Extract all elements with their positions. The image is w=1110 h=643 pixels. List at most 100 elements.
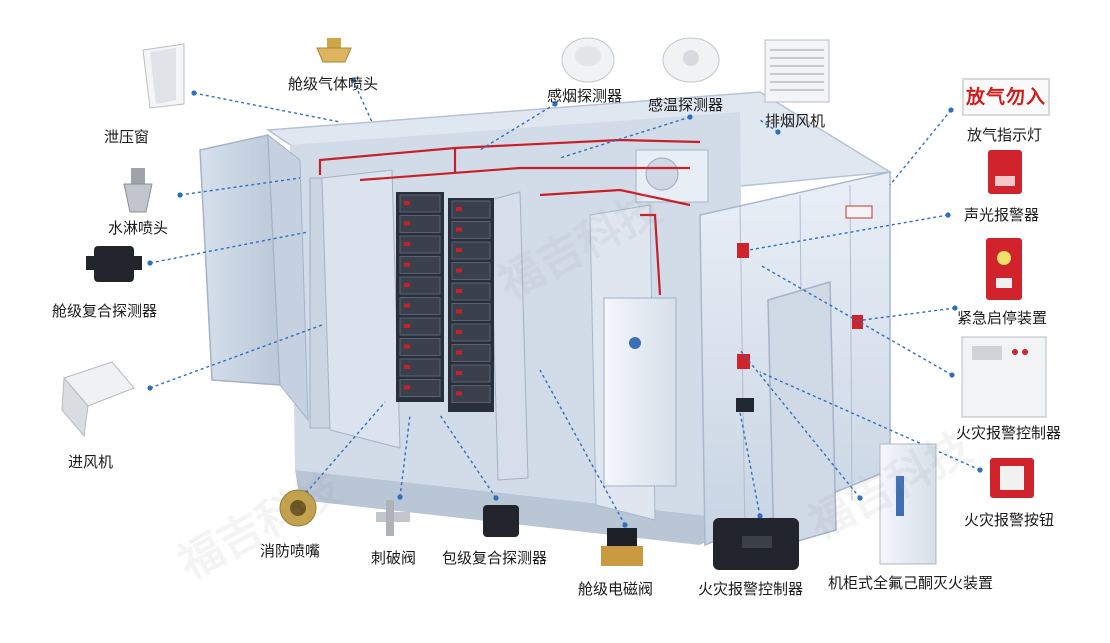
leader-dot (147, 385, 153, 391)
label-fire-nozzle: 消防喷嘴 (260, 542, 320, 560)
battery-module (451, 282, 491, 301)
front-alarm-box (737, 243, 749, 258)
battery-module (399, 297, 441, 315)
battery-module (451, 323, 491, 342)
fire-alarm-button-icon (990, 458, 1034, 498)
leader-dot (493, 495, 499, 501)
battery-module-led (456, 227, 462, 232)
battery-module-led (456, 309, 462, 314)
front-sign-plate (845, 205, 873, 219)
leader-line (748, 214, 949, 251)
vent-window-icon (142, 43, 185, 109)
leader-dot (757, 513, 763, 519)
battery-module (399, 235, 441, 254)
leader-dot (945, 212, 951, 218)
intake-fan-icon (61, 361, 135, 438)
leader-line (759, 264, 953, 376)
leader-dot (949, 372, 955, 378)
label-intake-fan: 进风机 (68, 453, 113, 471)
release-indicator-sign: 放气勿入 (962, 78, 1050, 116)
cabinet-extinguisher-icon (879, 443, 937, 565)
battery-module-led (456, 289, 462, 293)
front-stop-box (852, 315, 863, 329)
container-floor (295, 470, 745, 545)
label-cabin-solenoid-valve: 舱级电磁阀 (578, 580, 653, 598)
battery-module-led (404, 201, 410, 205)
leader-line (179, 177, 301, 196)
battery-module-led (456, 268, 462, 273)
leader-line (193, 92, 341, 123)
leader-dot (552, 101, 558, 107)
label-sprinkler: 水淋喷头 (108, 219, 168, 237)
battery-modules (399, 194, 491, 403)
leader-line (759, 371, 981, 471)
leader-dot (147, 260, 153, 266)
battery-module-led (404, 221, 410, 226)
battery-module (399, 276, 441, 295)
inner-door-1 (321, 169, 401, 449)
left-door (199, 134, 281, 386)
label-heat-detector: 感温探测器 (648, 96, 723, 114)
battery-module (451, 200, 491, 219)
leader-line (305, 401, 386, 494)
battery-module-led (404, 324, 410, 328)
battery-module-led (404, 262, 410, 267)
leader-line (479, 103, 556, 151)
battery-module-led (404, 385, 410, 390)
battery-module-led (404, 303, 410, 308)
puncture-valve-icon (376, 500, 410, 536)
battery-module (451, 385, 491, 403)
label-texts: 泄压窗舱级气体喷头感烟探测器感温探测器排烟风机放气指示灯水淋喷头声光报警器舱级复… (52, 75, 1061, 598)
battery-module-led (456, 371, 462, 375)
emergency-start-stop-icon (986, 238, 1022, 300)
leader-line (352, 79, 373, 123)
battery-module-led (404, 365, 410, 369)
battery-module (451, 344, 491, 362)
battery-module (399, 194, 441, 213)
label-vent-window: 泄压窗 (104, 128, 149, 146)
leader-dot (350, 77, 356, 83)
label-pack-composite-detector: 包级复合探测器 (442, 549, 547, 567)
pack-composite-detector-icon (483, 505, 519, 537)
leader-line (439, 414, 497, 499)
label-exhaust-fan: 排烟风机 (765, 112, 825, 130)
label-fire-alarm-button: 火灾报警按钮 (964, 511, 1054, 529)
fire-alarm-controller-right-icon (961, 336, 1047, 418)
battery-module (399, 215, 441, 233)
battery-module-led (456, 330, 462, 334)
front-controller-box (737, 354, 750, 369)
battery-module (399, 317, 441, 336)
red-piping (318, 138, 701, 296)
exhaust-fan-icon (764, 39, 830, 103)
leader-lines (147, 77, 983, 528)
label-fire-alarm-controller-right: 火灾报警控制器 (956, 424, 1061, 442)
label-cabin-composite-detector: 舱级复合探测器 (52, 302, 157, 320)
leader-line (559, 116, 691, 159)
label-cabinet-extinguisher: 机柜式全氟己酮灭火装置 (828, 574, 993, 592)
left-door-2 (267, 133, 309, 422)
battery-module-led (456, 350, 462, 355)
leader-line (739, 349, 861, 499)
leader-line (149, 324, 323, 389)
battery-module (399, 358, 441, 377)
battery-module-led (404, 283, 410, 287)
right-door (767, 281, 837, 549)
leader-dot (622, 522, 628, 528)
leader-dot (191, 90, 197, 96)
leader-dot (775, 129, 781, 135)
cabin-composite-detector-icon (86, 246, 142, 282)
leader-dot (397, 494, 403, 500)
leader-dot (857, 495, 863, 501)
label-fire-alarm-controller-bottom: 火灾报警控制器 (698, 580, 803, 598)
battery-module-led (456, 207, 462, 211)
leader-dot (687, 114, 693, 120)
battery-module-led (404, 242, 410, 246)
label-emergency-start-stop: 紧急启停装置 (957, 309, 1047, 327)
battery-module (451, 241, 491, 260)
battery-module-led (456, 248, 462, 252)
battery-module-led (456, 391, 462, 396)
label-puncture-valve: 刺破阀 (371, 549, 416, 567)
label-audio-visual-alarm: 声光报警器 (964, 206, 1039, 224)
fire-nozzle-icon (279, 489, 317, 527)
